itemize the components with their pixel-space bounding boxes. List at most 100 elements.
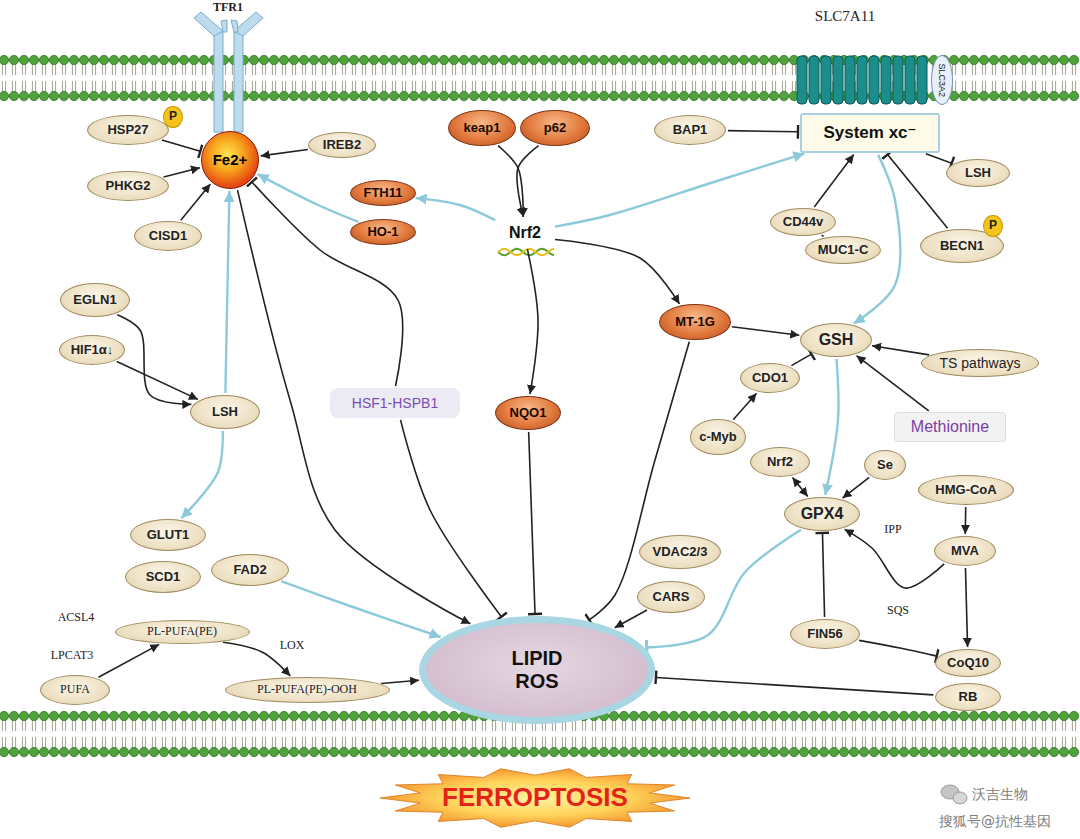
lipid-head [1049,711,1058,720]
lipid-tail [192,64,193,75]
lipid-tail [145,720,146,731]
lipid-tail [332,81,333,92]
pathway-connector [888,155,948,229]
pathway-connector [162,140,200,151]
lipid-tail [2,737,3,748]
protein-oval: PUFA [40,675,110,705]
lipid-head [39,55,48,64]
lipid-tail [1072,64,1073,75]
node-label: Se [877,458,893,473]
lipid-tail [175,737,176,748]
lipid-tail [75,720,76,731]
lipid-head [379,747,388,756]
lipid-tail [545,81,546,92]
lipid-head [539,91,548,100]
lipid-tail [672,720,673,731]
lipid-head [359,747,368,756]
lipid-head [539,55,548,64]
lipid-tail [492,81,493,92]
lipid-tail [735,737,736,748]
lipid-tail [92,720,93,731]
lipid-head [529,747,538,756]
gene-node: Nrf2 [497,219,553,247]
lipid-tail [1075,720,1076,731]
lipid-tail [162,737,163,748]
lipid-tail [95,737,96,748]
lipid-tail [155,81,156,92]
lipid-tail [255,720,256,731]
lipid-tail [415,64,416,75]
lipid-tail [35,64,36,75]
lipid-tail [515,81,516,92]
lipid-tail [275,64,276,75]
lipid-head [339,55,348,64]
lipid-tail [312,81,313,92]
lipid-tail [735,64,736,75]
lipid-tail [145,737,146,748]
lipid-tail [992,81,993,92]
lipid-head [9,747,18,756]
protein-oval: RB [935,683,1001,711]
lipid-head [259,91,268,100]
lipid-tail [905,737,906,748]
lipid-tail [1075,737,1076,748]
lipid-tail [1025,81,1026,92]
lipid-tail [712,720,713,731]
lipid-tail [785,64,786,75]
protein-oval: CD44v [770,208,836,236]
lipid-head [1019,91,1028,100]
lipid-tail [985,64,986,75]
lipid-head [999,747,1008,756]
lipid-tail [985,737,986,748]
lipid-tail [612,720,613,731]
lipid-head [389,55,398,64]
lipid-tail [52,64,53,75]
lipid-tail [295,720,296,731]
lipid-tail [25,737,26,748]
lipid-tail [442,64,443,75]
lipid-tail [1062,64,1063,75]
lipid-head [1049,55,1058,64]
lipid-tail [352,64,353,75]
lipid-head [409,91,418,100]
lipid-tail [772,720,773,731]
lipid-head [829,711,838,720]
lipid-tail [832,737,833,748]
lipid-tail [692,720,693,731]
lipid-head [659,711,668,720]
lipid-tail [455,81,456,92]
lipid-tail [245,720,246,731]
lipid-head [69,747,78,756]
lipid-tail [202,81,203,92]
lipid-head [649,91,658,100]
lipid-tail [185,64,186,75]
lipid-head [189,91,198,100]
pathway-connector [845,529,945,588]
lipid-tail [1072,737,1073,748]
lipid-head [359,711,368,720]
lipid-tail [365,81,366,92]
lipid-tail [102,81,103,92]
protein-oval: MUC1-C [805,236,881,264]
lipid-tail [712,64,713,75]
pathway-connector [281,581,440,637]
lipid-head [319,55,328,64]
lipid-tail [1042,64,1043,75]
lipid-tail [285,64,286,75]
lipid-tail [5,64,6,75]
lipid-head [349,55,358,64]
lipid-tail [942,720,943,731]
lipid-head [939,747,948,756]
lipid-tail [895,720,896,731]
protein-oval: c-Myb [690,419,747,455]
lipid-tail [485,64,486,75]
pathway-connector [825,359,838,495]
lipid-tail [965,64,966,75]
lipid-head [969,747,978,756]
lipid-tail [605,720,606,731]
lipid-head [1019,747,1028,756]
lipid-head [179,747,188,756]
lipid-tail [1062,81,1063,92]
lipid-tail [262,737,263,748]
lipid-tail [655,81,656,92]
